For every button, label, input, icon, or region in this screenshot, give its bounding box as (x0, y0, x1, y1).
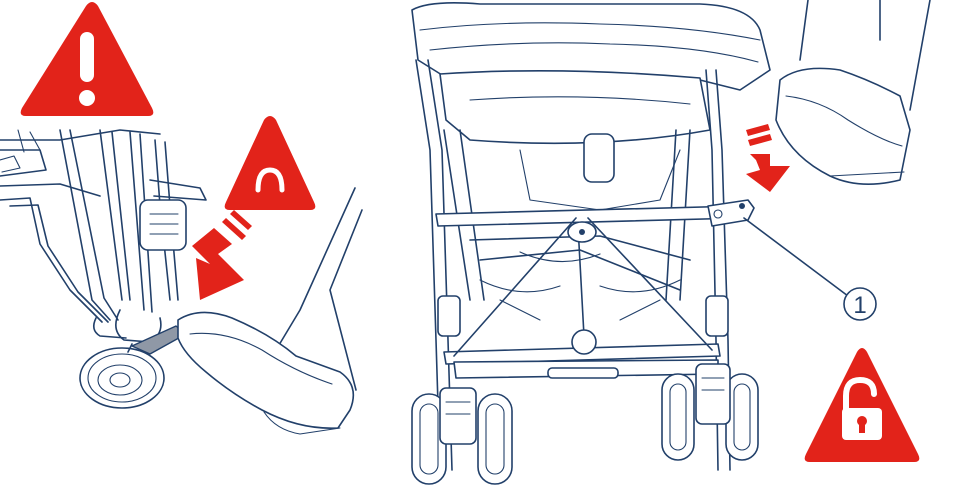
warning-exclamation-icon (21, 2, 154, 116)
wheels-right (412, 364, 758, 484)
brake-lever (708, 200, 754, 226)
left-panel (0, 2, 362, 434)
callout-1: 1 (744, 218, 876, 320)
right-panel: 1 (412, 0, 930, 484)
foot-right (776, 0, 930, 184)
brake-arc-icon (225, 116, 316, 210)
stroller-seat (412, 3, 770, 210)
foot-left (178, 188, 362, 434)
arrow-down-left-icon (192, 210, 252, 300)
stroller-frame-left (0, 130, 206, 342)
callout-label: 1 (853, 292, 866, 319)
unlocked-padlock-icon (805, 348, 920, 462)
